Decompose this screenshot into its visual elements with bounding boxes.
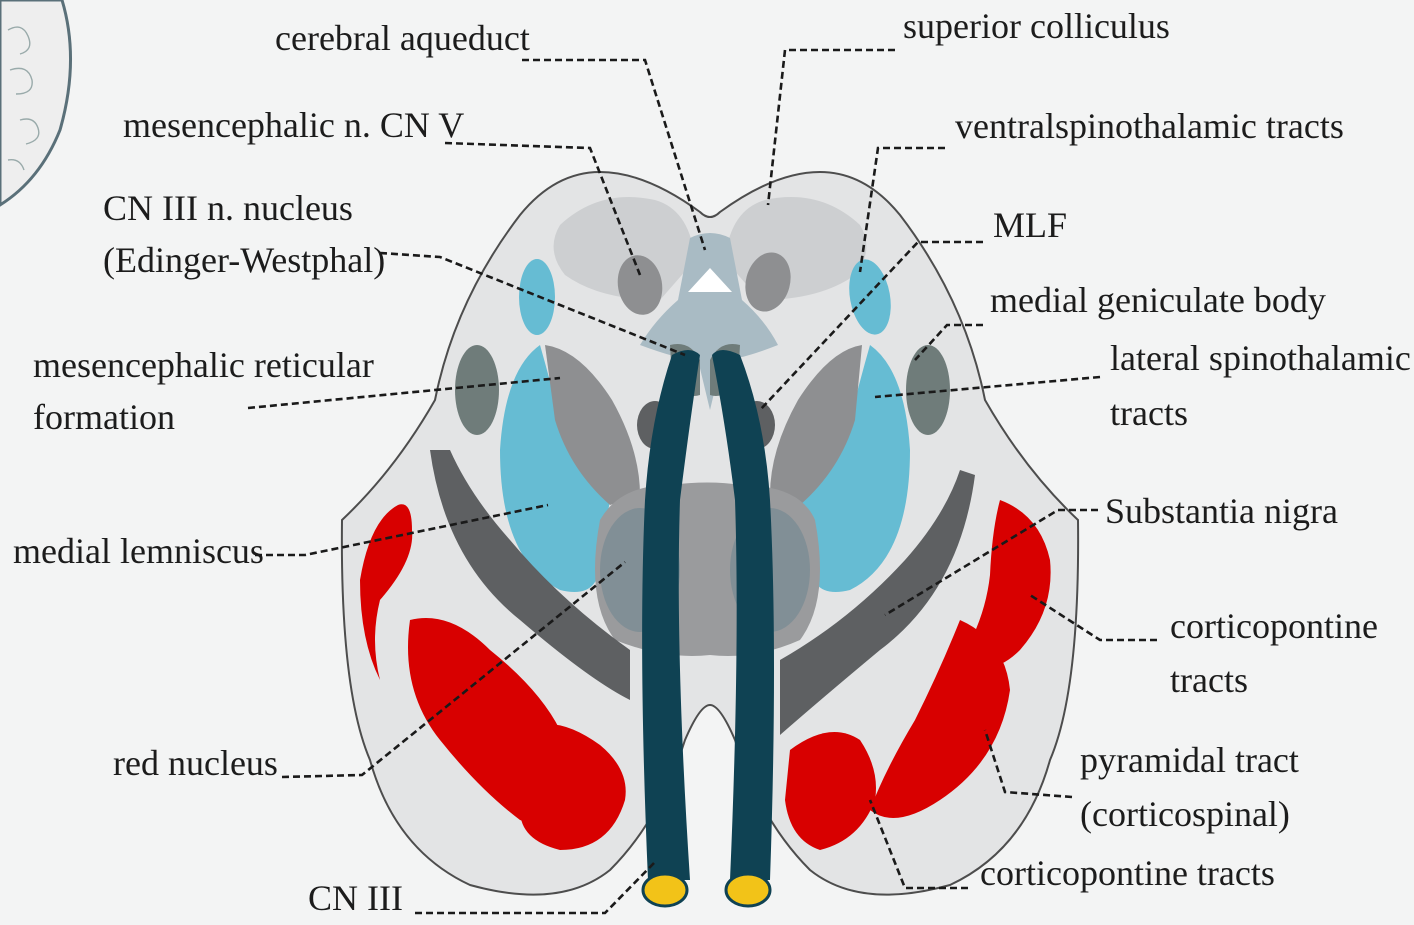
- label-mlf: MLF: [993, 205, 1067, 245]
- label-corticopontine-right-2: tracts: [1170, 660, 1248, 700]
- label-substantia-nigra: Substantia nigra: [1105, 491, 1338, 531]
- label-pyramidal-tract-2: (corticospinal): [1080, 794, 1290, 834]
- label-medial-lemniscus: medial lemniscus: [13, 531, 264, 571]
- cn-iii-right-root: [726, 874, 770, 906]
- label-cn-iii-nucleus-1: CN III n. nucleus: [103, 188, 353, 228]
- label-medial-geniculate-body: medial geniculate body: [990, 280, 1326, 320]
- medial-geniculate-left: [455, 345, 499, 435]
- label-cerebral-aqueduct: cerebral aqueduct: [275, 18, 530, 58]
- label-lateral-spinothalamic-2: tracts: [1110, 393, 1188, 433]
- label-corticopontine-bottom: corticopontine tracts: [980, 853, 1275, 893]
- brain-thumbnail-icon: [0, 0, 71, 205]
- label-corticopontine-right-1: corticopontine: [1170, 606, 1378, 646]
- label-red-nucleus: red nucleus: [113, 743, 278, 783]
- label-reticular-formation-1: mesencephalic reticular: [33, 345, 374, 385]
- label-pyramidal-tract-1: pyramidal tract: [1080, 740, 1299, 780]
- label-cn-iii-nucleus-2: (Edinger-Westphal): [103, 240, 385, 280]
- label-mesencephalic-n-cn-v: mesencephalic n. CN V: [123, 105, 464, 145]
- label-ventral-spinothalamic: ventralspinothalamic tracts: [955, 106, 1344, 146]
- label-lateral-spinothalamic-1: lateral spinothalamic: [1110, 338, 1411, 378]
- label-cn-iii: CN III: [308, 878, 403, 918]
- cn-iii-left-root: [643, 874, 687, 906]
- label-superior-colliculus: superior colliculus: [903, 6, 1170, 46]
- label-reticular-formation-2: formation: [33, 397, 175, 437]
